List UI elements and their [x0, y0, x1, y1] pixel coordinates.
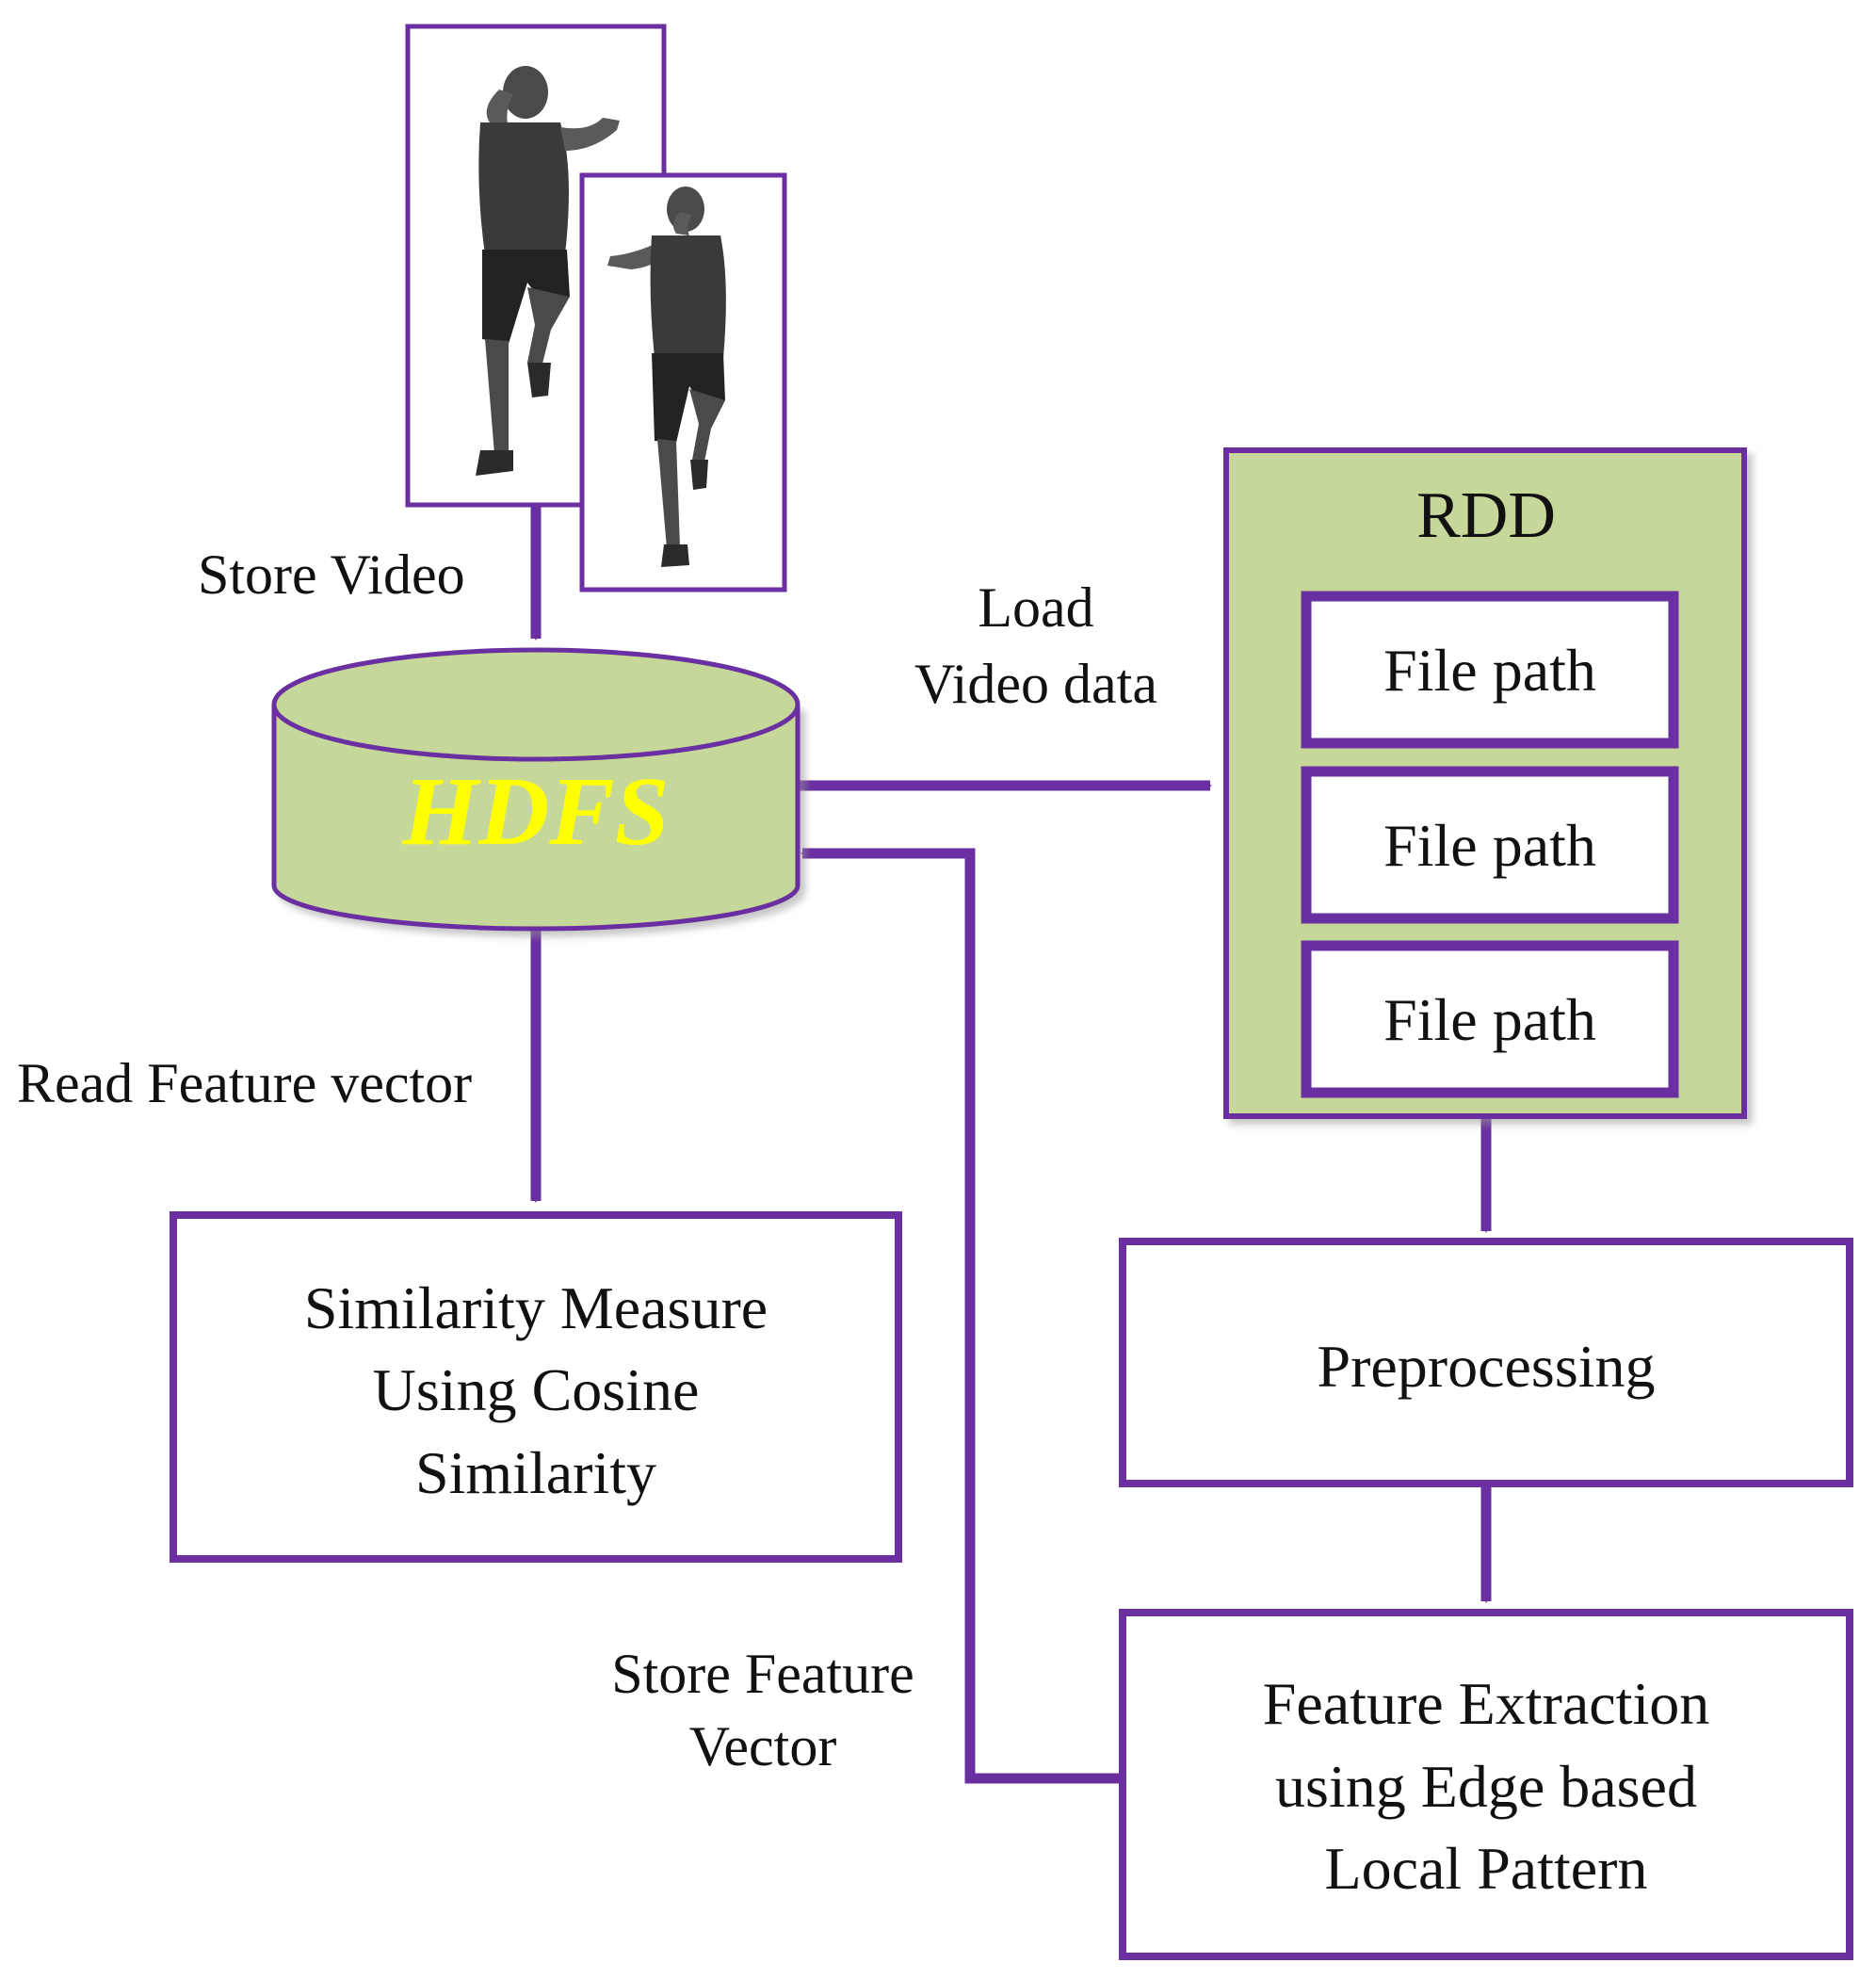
similarity-measure-box: Similarity Measure Using Cosine Similari… [170, 1211, 902, 1563]
rdd-file-path-2: File path [1301, 766, 1679, 924]
rdd-file-path-3: File path [1301, 940, 1679, 1098]
rdd-title: RDD [1416, 479, 1556, 552]
edge-label-read-feature-vector: Read Feature vector [17, 1052, 472, 1114]
feature-extraction-line-2: using Edge based [1275, 1753, 1697, 1820]
file-path-label: File path [1383, 637, 1596, 704]
similarity-line-1: Similarity Measure [304, 1274, 768, 1341]
preprocessing-box: Preprocessing [1119, 1238, 1853, 1487]
feature-extraction-box: Feature Extraction using Edge based Loca… [1119, 1609, 1853, 1960]
similarity-line-3: Similarity [415, 1439, 656, 1506]
arrow-store-feature-vector [801, 848, 1124, 1784]
hdfs-label: HDFS [401, 757, 669, 866]
edge-label-store-feature-line-1: Store Feature [611, 1643, 914, 1705]
file-path-label: File path [1383, 986, 1596, 1053]
connectors [530, 505, 1492, 1784]
edge-label-store-feature-line-2: Vector [689, 1715, 837, 1777]
file-path-label: File path [1383, 812, 1596, 879]
feature-extraction-line-3: Local Pattern [1325, 1835, 1648, 1902]
hdfs-storage: HDFS [271, 647, 801, 932]
edge-label-store-video: Store Video [198, 543, 465, 606]
person-jumping-icon [607, 187, 726, 567]
feature-extraction-line-1: Feature Extraction [1263, 1670, 1709, 1737]
edge-label-load-line-2: Video data [914, 653, 1157, 715]
rdd-file-path-1: File path [1301, 591, 1679, 749]
preprocessing-label: Preprocessing [1317, 1333, 1655, 1400]
rdd-container: RDD File path File path File path [1223, 447, 1747, 1119]
person-jumping-icon [476, 66, 620, 476]
edge-label-load-line-1: Load [978, 576, 1093, 639]
similarity-line-2: Using Cosine [373, 1356, 700, 1423]
video-frame-2 [579, 172, 787, 592]
